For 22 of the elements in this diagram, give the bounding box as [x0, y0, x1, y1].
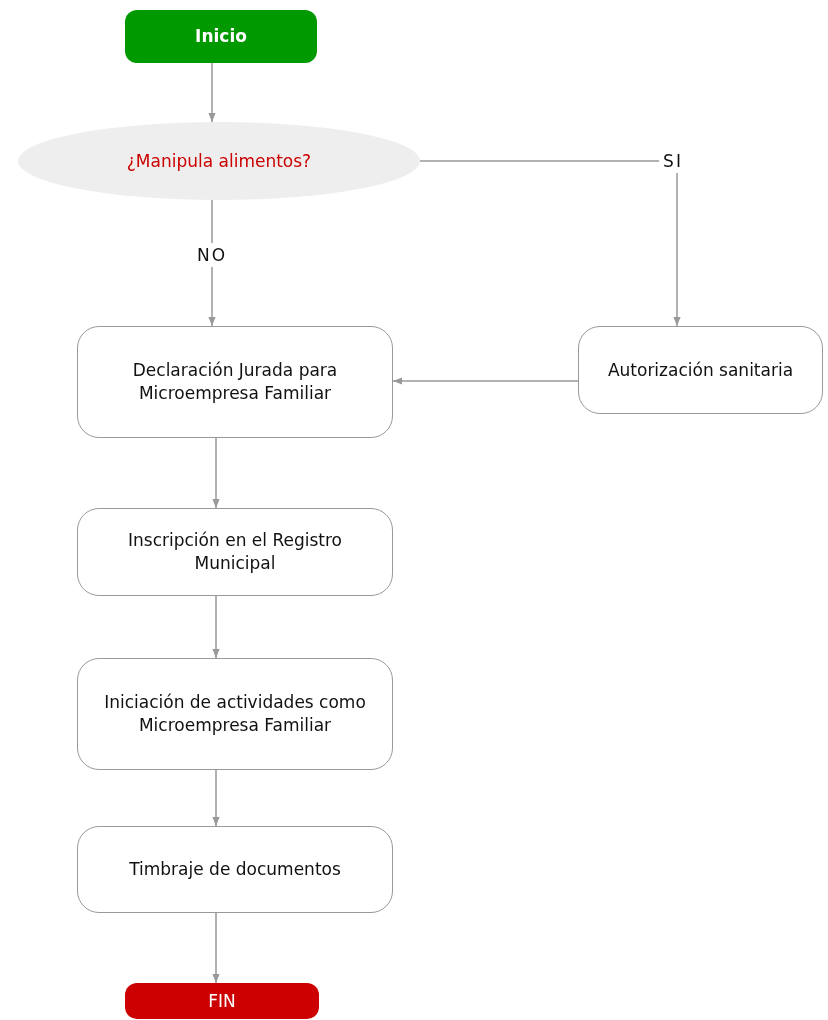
node-label: Timbraje de documentos — [129, 858, 341, 881]
node-label: Iniciación de actividades como Microempresa Familiar — [103, 691, 367, 737]
node-label: Inscripción en el Registro Municipal — [127, 529, 343, 575]
process-box — [77, 326, 393, 438]
arrow — [212, 595, 220, 659]
node-label: Inicio — [195, 25, 247, 48]
node-label: Autorización sanitaria — [607, 358, 794, 382]
arrow — [212, 437, 220, 509]
arrow — [212, 769, 220, 827]
process-box — [578, 326, 823, 414]
process-box — [77, 826, 393, 913]
process-box — [77, 508, 393, 596]
arrow — [419, 160, 681, 327]
process-box — [77, 658, 393, 770]
node-label: ¿Manipula alimentos? — [126, 149, 312, 173]
node-label: FIN — [208, 989, 236, 1013]
arrow — [212, 912, 220, 984]
arrow — [208, 62, 216, 123]
node-label: Declaración Jurada para Microempresa Familiar — [131, 359, 339, 405]
arrow — [392, 377, 579, 385]
end-terminal — [125, 983, 319, 1019]
start-terminal — [125, 10, 317, 63]
